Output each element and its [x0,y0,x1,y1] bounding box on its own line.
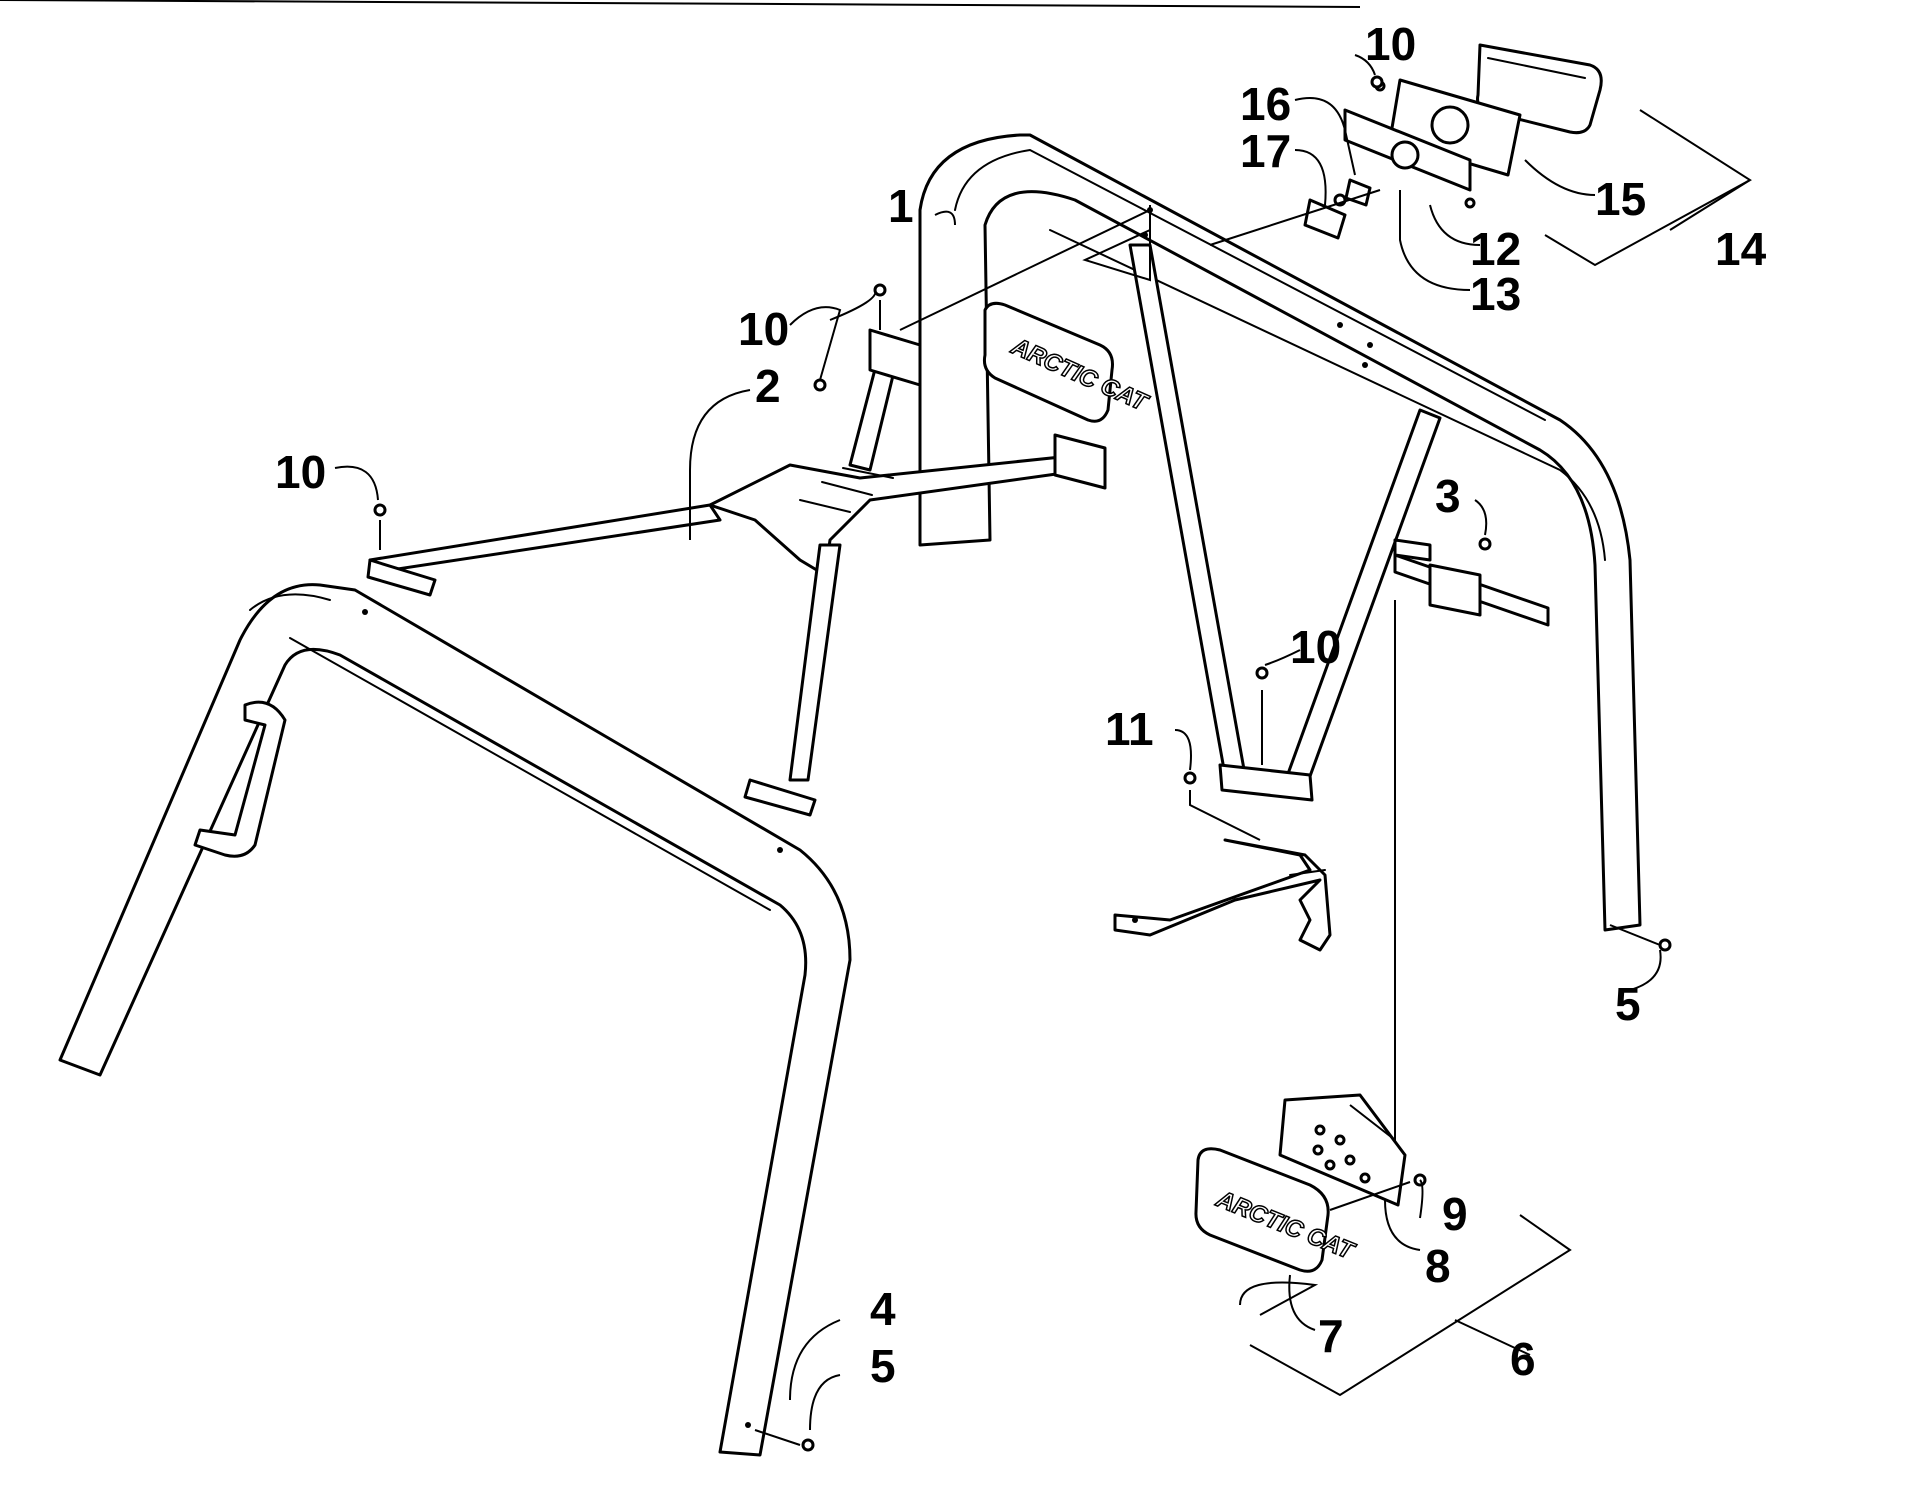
callout-11: 11 [1105,703,1154,755]
callout-1: 1 [888,180,914,232]
callout-8: 8 [1425,1240,1451,1292]
rear-roll-bar [918,133,1642,932]
callout-16: 16 [1240,78,1291,130]
callout-5-front: 5 [870,1340,896,1392]
upper-logo-plate: ARCTIC CAT [983,301,1154,423]
callout-labels: 1 2 3 4 5 5 6 7 8 9 10 10 10 10 11 12 13… [275,18,1767,1392]
callout-15: 15 [1595,173,1646,225]
cross-brace [366,328,1107,817]
callout-6: 6 [1510,1333,1536,1385]
callout-2: 2 [755,360,781,412]
callout-10-left: 10 [275,446,326,498]
callout-14: 14 [1715,223,1767,275]
callout-17: 17 [1240,125,1291,177]
alignment-lines [379,189,1661,1446]
tail-light-assembly [1303,43,1603,240]
callout-leaders [0,0,1662,1431]
callout-5-rear: 5 [1615,978,1641,1030]
callout-3: 3 [1435,470,1461,522]
callout-10-tail-light: 10 [1365,18,1416,70]
callout-10-cross-brace: 10 [738,303,789,355]
front-logo-plate-assembly: ARCTIC CAT [1194,1093,1427,1273]
floor-mount-bracket [1113,838,1332,952]
rear-brace-assembly [1128,243,1550,802]
callout-4: 4 [870,1283,896,1335]
callout-12: 12 [1470,223,1521,275]
callout-13: 13 [1470,268,1521,320]
assembly-brackets [1249,109,1752,1397]
front-roll-bar [58,583,852,1457]
callout-10-lower: 10 [1290,621,1341,673]
callout-7: 7 [1318,1310,1344,1362]
callout-9: 9 [1442,1188,1468,1240]
